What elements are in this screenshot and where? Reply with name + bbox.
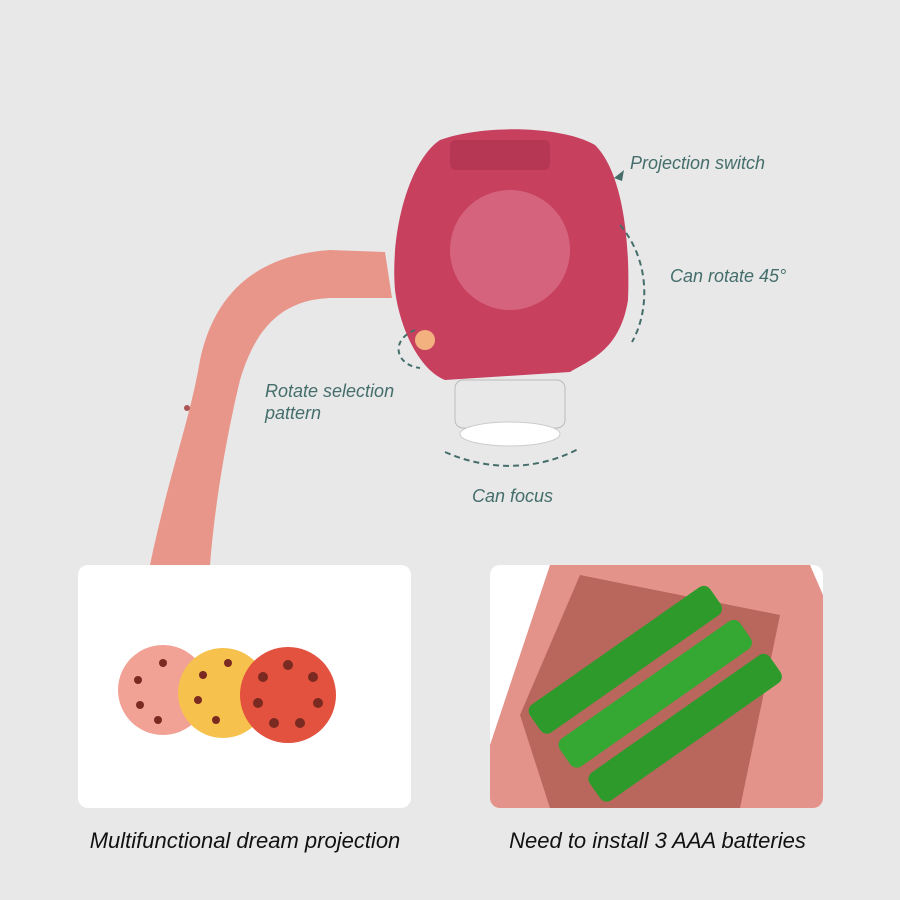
caption-multifunctional: Multifunctional dream projection [89, 828, 401, 853]
battery-compartment-card [490, 565, 823, 808]
can-focus-label: Can focus [472, 486, 554, 506]
focus-ring [454, 379, 566, 429]
pattern-discs-card [78, 565, 411, 808]
caption-batteries: Need to install 3 AAA batteries [509, 828, 806, 853]
rotate-45-label: Can rotate 45° [670, 266, 787, 286]
battery-compartment-image [490, 565, 823, 808]
projector-neck [150, 250, 392, 565]
projection-switch-label: Projection switch [630, 153, 766, 173]
rotate-selection-label: Rotate selection pattern [265, 381, 395, 423]
pattern-discs-image [118, 645, 336, 743]
projector-lens-dome [450, 190, 570, 310]
